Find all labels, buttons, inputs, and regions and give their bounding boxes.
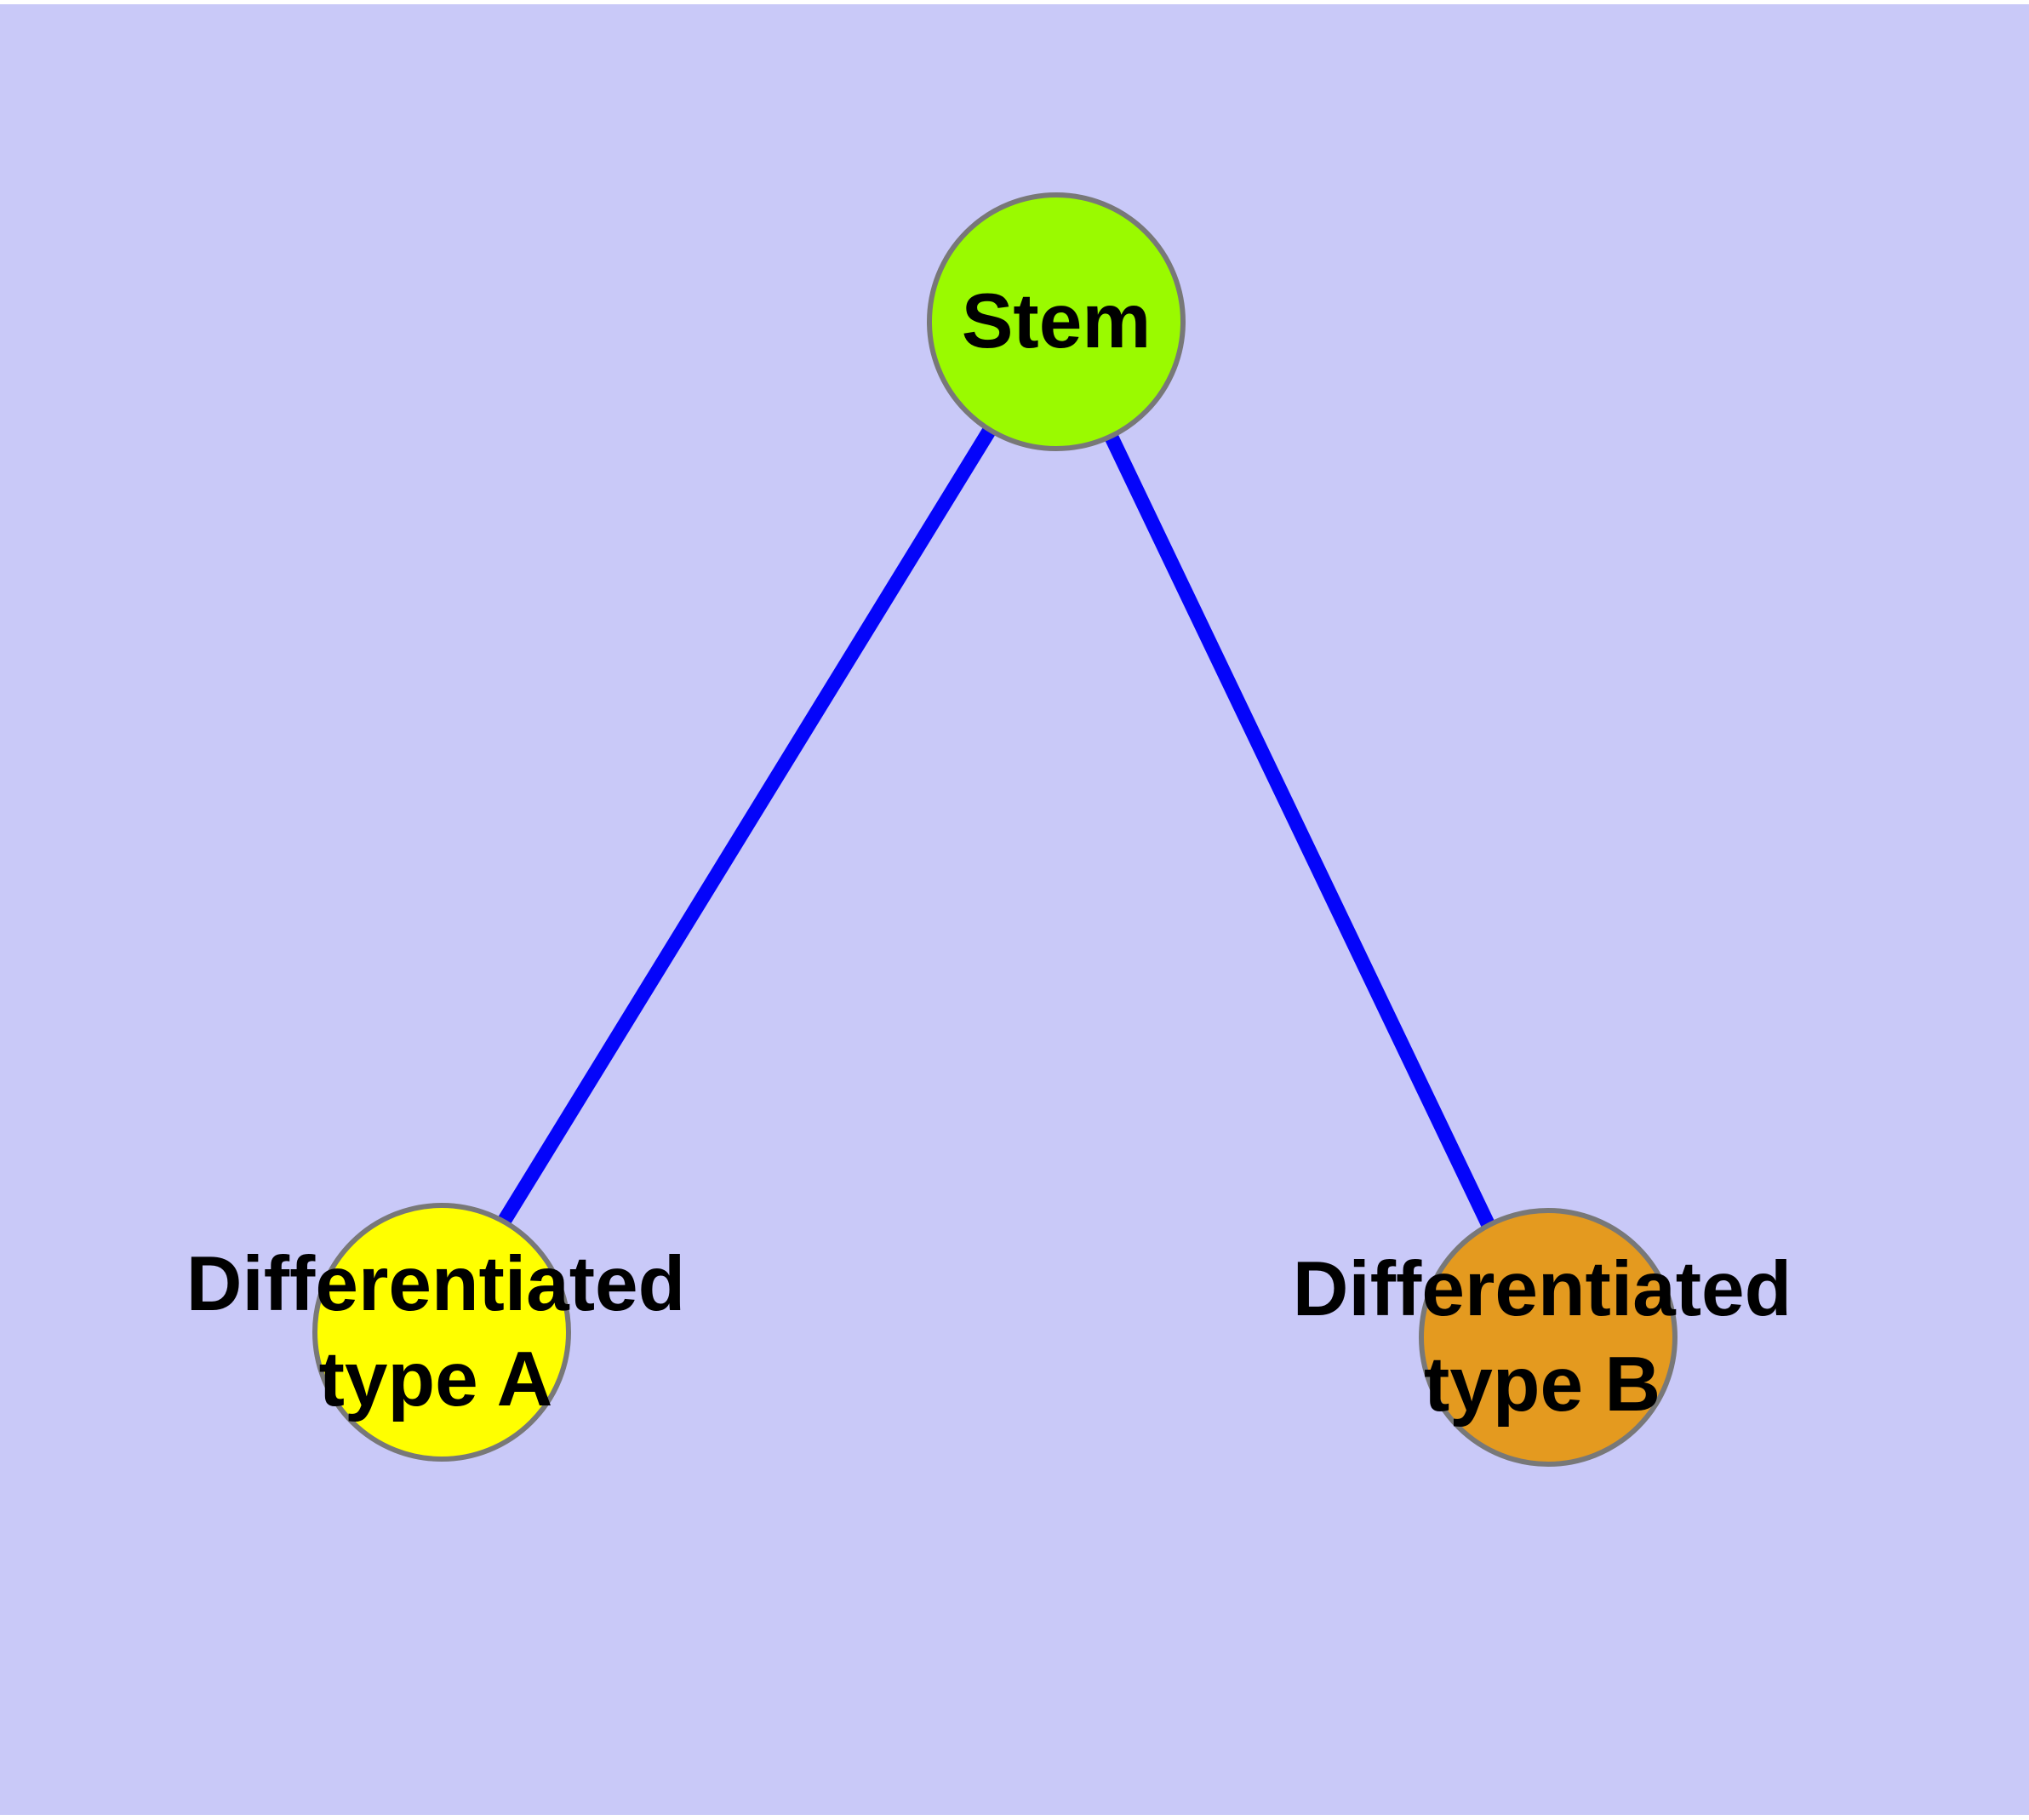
node-stem-label: Stem <box>962 274 1152 369</box>
diagram-canvas: Stem Differentiated type A Differentiate… <box>0 4 2029 1815</box>
node-stem-circle <box>927 192 1186 451</box>
edge-stem-to-type-b <box>1049 318 1549 1341</box>
node-differentiated-type-a-circle <box>312 1203 571 1462</box>
node-differentiated-type-a-label: Differentiated type A <box>186 1237 686 1428</box>
node-differentiated-type-b-label-line-1: Differentiated <box>1292 1246 1792 1332</box>
node-differentiated-type-b-label: Differentiated type B <box>1293 1242 1792 1433</box>
node-differentiated-type-b-label-line-2: type B <box>1423 1342 1661 1428</box>
node-differentiated-type-a-label-line-1: Differentiated <box>186 1241 686 1327</box>
graph-svg <box>0 4 2029 1815</box>
node-stem-label-text: Stem <box>961 278 1152 364</box>
node-differentiated-type-b-circle <box>1419 1208 1677 1467</box>
node-differentiated-type-a-label-line-2: type A <box>318 1336 553 1422</box>
edge-stem-to-type-a <box>429 318 1063 1336</box>
